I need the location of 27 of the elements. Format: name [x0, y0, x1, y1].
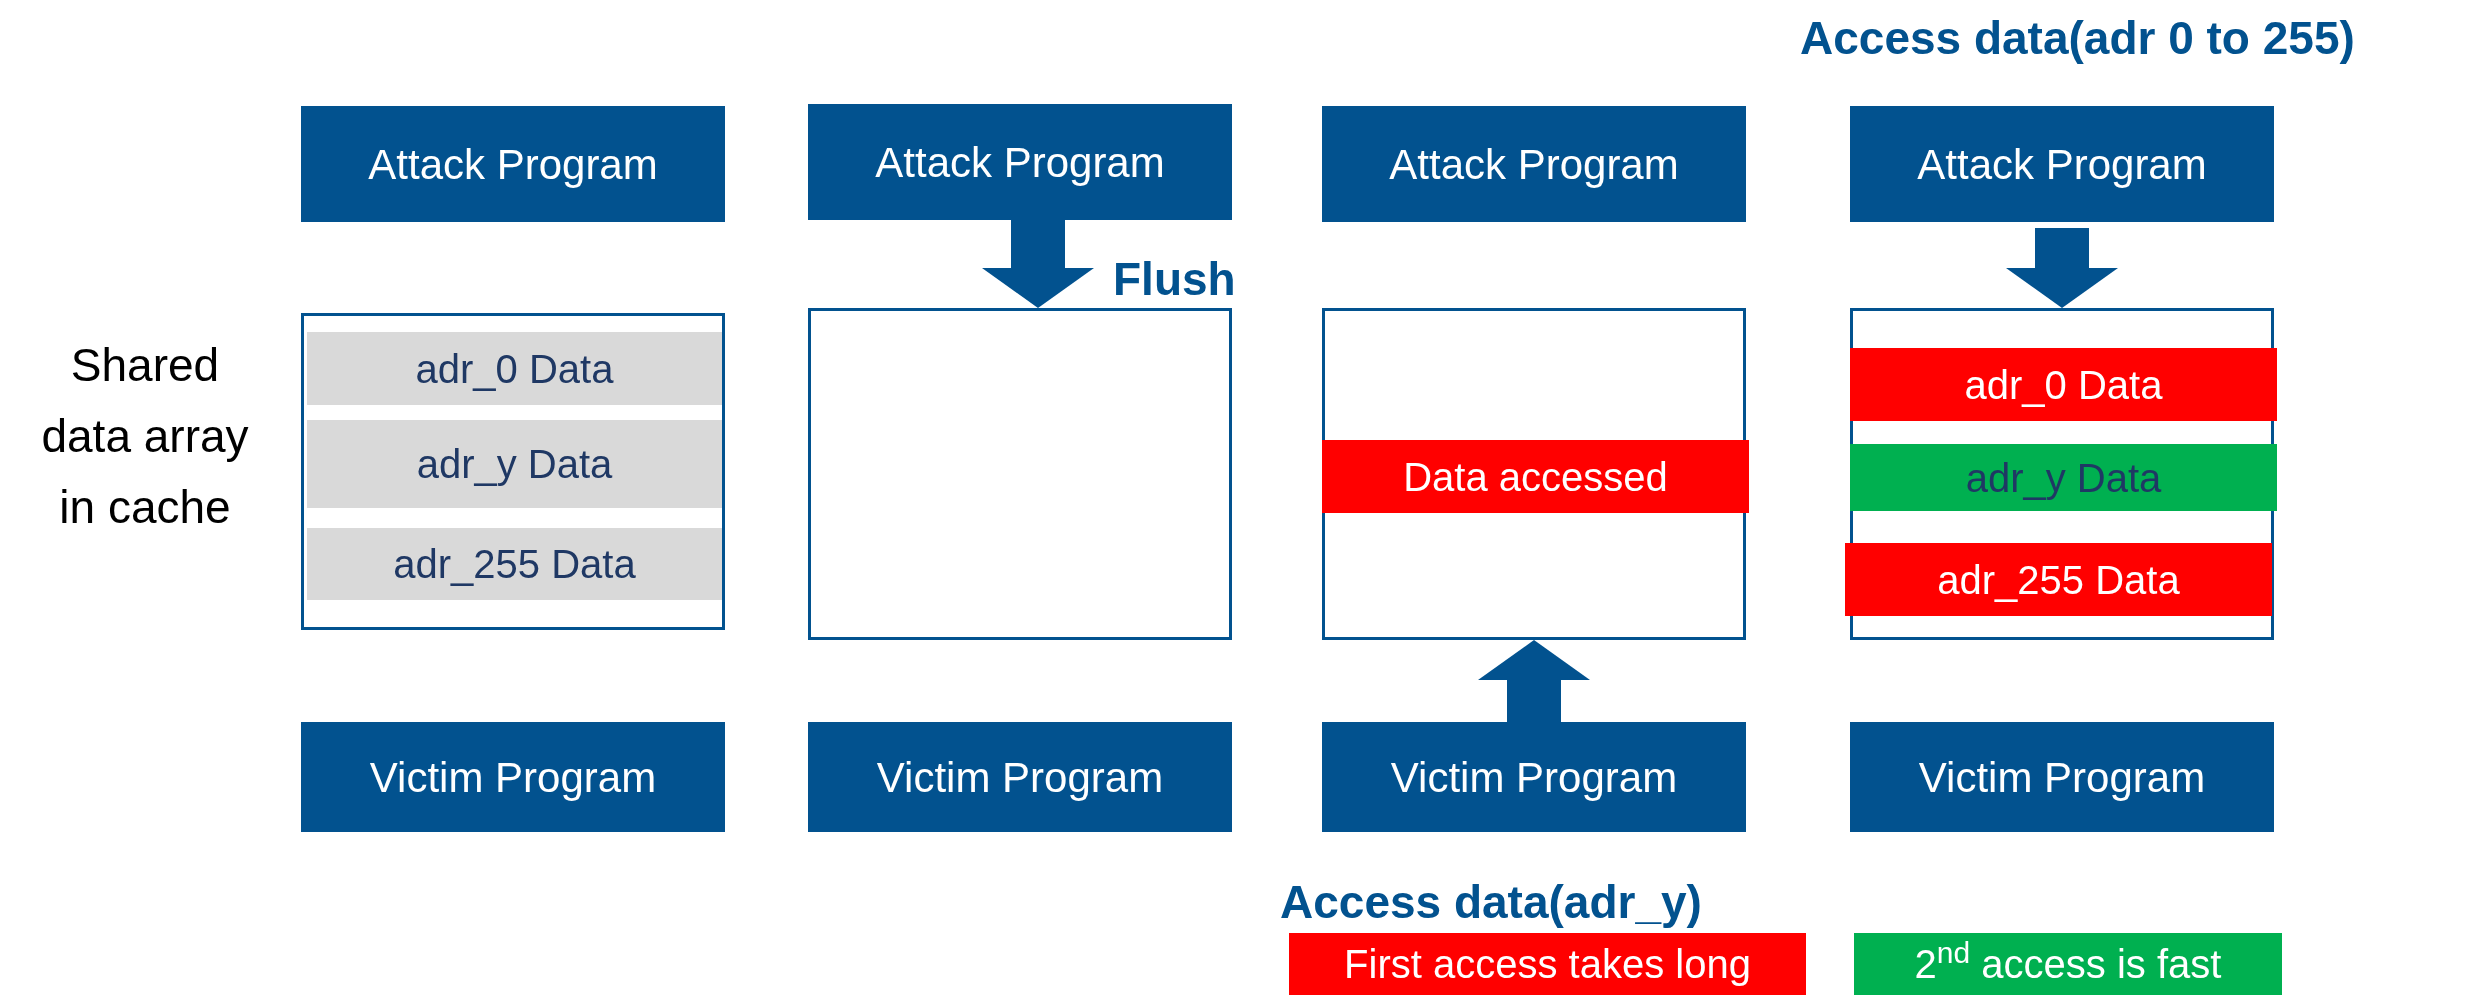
note-banner: 2$^{nd}$ access is fast	[1854, 933, 2282, 995]
data-row: adr_y Data	[1850, 444, 2277, 511]
edge-label: Flush	[1113, 256, 1236, 302]
block-arrow	[2006, 228, 2118, 308]
data-row: adr_0 Data	[307, 332, 722, 405]
cache-box	[808, 308, 1232, 640]
data-row: adr_255 Data	[307, 528, 722, 600]
step-heading: Access data(adr_y)	[1280, 875, 1703, 930]
data-row: adr_y Data	[307, 420, 722, 508]
data-row: adr_255 Data	[1845, 543, 2272, 616]
side-label: Shared data array in cache	[40, 338, 250, 535]
cache-box	[1322, 308, 1746, 640]
step-heading: Access data(adr 0 to 255)	[1800, 11, 2356, 66]
block-arrow	[982, 220, 1094, 308]
program-box: Attack Program	[301, 106, 725, 222]
data-row: adr_0 Data	[1850, 348, 2277, 421]
program-box: Attack Program	[808, 104, 1232, 220]
program-box: Victim Program	[808, 722, 1232, 832]
program-box: Victim Program	[1322, 722, 1746, 832]
note-banner: First access takes long	[1289, 933, 1806, 995]
program-box: Attack Program	[1322, 106, 1746, 222]
program-box: Attack Program	[1850, 106, 2274, 222]
cache-box	[301, 313, 725, 630]
program-box: Victim Program	[301, 722, 725, 832]
program-box: Victim Program	[1850, 722, 2274, 832]
data-row: Data accessed	[1322, 440, 1749, 513]
block-arrow	[1478, 640, 1590, 722]
